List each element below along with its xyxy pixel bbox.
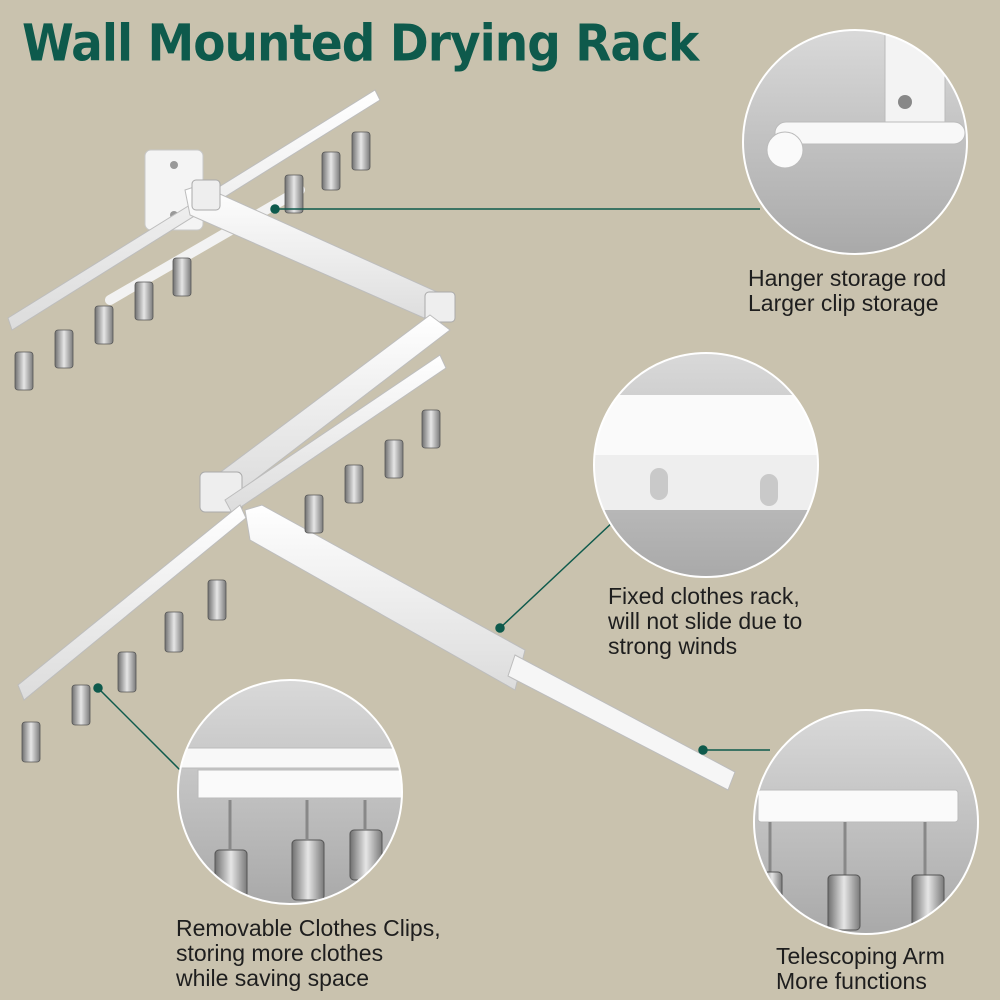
callout-leader-lines [93, 204, 770, 776]
detail-fixed-rack-circle [593, 352, 819, 578]
callout-telescoping-line1: Telescoping Arm [776, 943, 945, 969]
callout-fixed-line3: strong winds [608, 633, 738, 659]
page-title: Wall Mounted Drying Rack [22, 14, 699, 74]
detail-clips-circle [177, 679, 403, 905]
callout-telescoping-line2: More functions [776, 968, 927, 994]
callout-clips: Removable Clothes Clips, storing more cl… [176, 916, 441, 991]
callout-fixed-line2: will not slide due to [608, 608, 803, 634]
clips-lower-bar [21, 579, 227, 763]
callout-fixed: Fixed clothes rack, will not slide due t… [608, 584, 802, 659]
callout-fixed-line1: Fixed clothes rack, [608, 583, 800, 609]
folding-arm-2 [199, 314, 451, 513]
telescoping-arm [244, 504, 736, 791]
clips-upper-bar [14, 131, 371, 391]
callout-telescoping: Telescoping Arm More functions [776, 944, 945, 994]
callout-clips-line3: while saving space [176, 965, 370, 991]
callout-storage-line2: Larger clip storage [748, 290, 939, 316]
clips-middle-bar [304, 409, 441, 534]
detail-hanger-rod-circle [742, 29, 968, 255]
detail-telescoping-circle [753, 709, 979, 935]
callout-clips-line2: storing more clothes [176, 940, 384, 966]
folding-arm-1 [184, 179, 456, 326]
middle-clothes-bar [224, 354, 447, 514]
callout-clips-line1: Removable Clothes Clips, [176, 915, 441, 941]
callout-storage: Hanger storage rod Larger clip storage [748, 266, 946, 316]
callout-storage-line1: Hanger storage rod [748, 265, 947, 291]
